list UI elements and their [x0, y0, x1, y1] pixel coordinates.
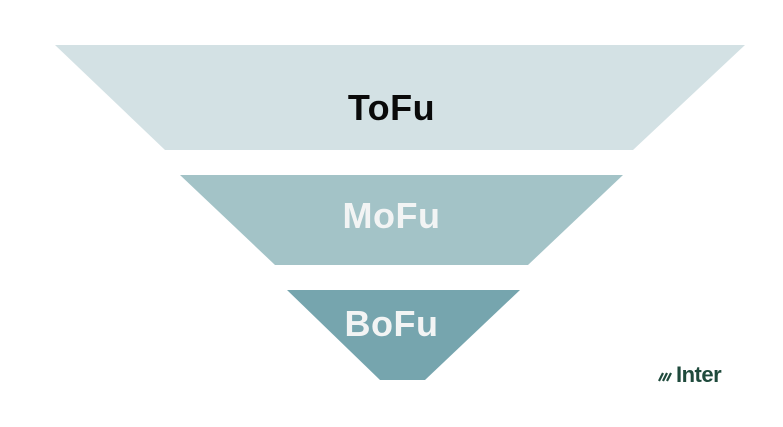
brand-logo-text: Inter — [676, 362, 722, 387]
funnel-stage-middle-label: MoFu — [342, 195, 441, 236]
brand-logo: Inter — [658, 360, 722, 390]
funnel-stage-bottom-label: BoFu — [344, 303, 439, 344]
funnel-stage-middle — [180, 175, 623, 265]
funnel-stage-top-label: ToFu — [347, 87, 436, 128]
diagonal-stripes-icon — [658, 372, 672, 382]
funnel-stage-top — [55, 45, 745, 150]
funnel-stage-bottom — [287, 290, 520, 380]
